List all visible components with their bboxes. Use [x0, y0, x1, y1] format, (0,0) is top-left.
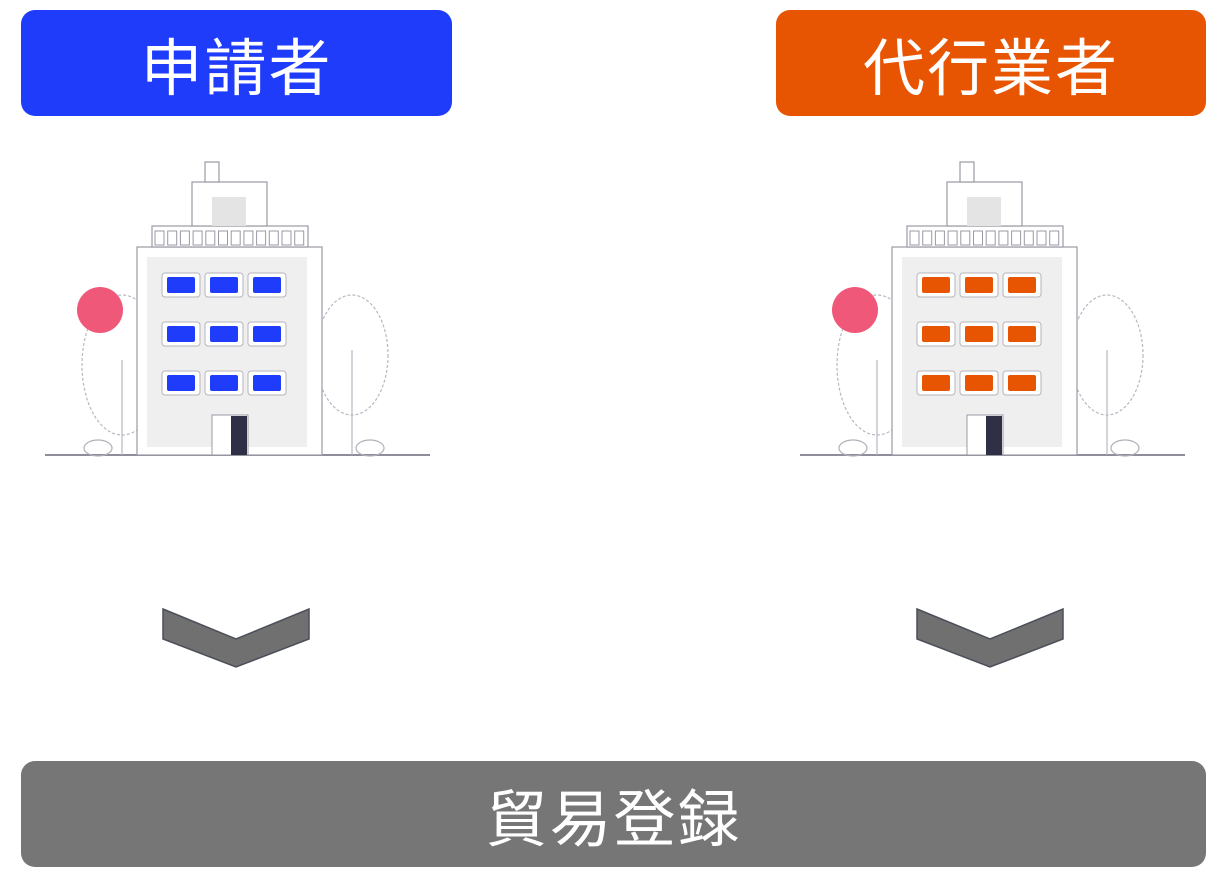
agent-label-box: 代行業者 [776, 10, 1206, 116]
chevron-down-icon [162, 607, 310, 668]
trade-registration-bar: 貿易登録 [21, 761, 1206, 867]
trade-registration-label: 貿易登録 [485, 783, 742, 856]
applicant-label: 申請者 [140, 32, 333, 105]
chevron-down-icon [916, 607, 1064, 668]
agent-building-icon [800, 161, 1185, 457]
applicant-building-icon [45, 161, 430, 457]
applicant-label-box: 申請者 [21, 10, 452, 116]
agent-label: 代行業者 [862, 32, 1119, 105]
